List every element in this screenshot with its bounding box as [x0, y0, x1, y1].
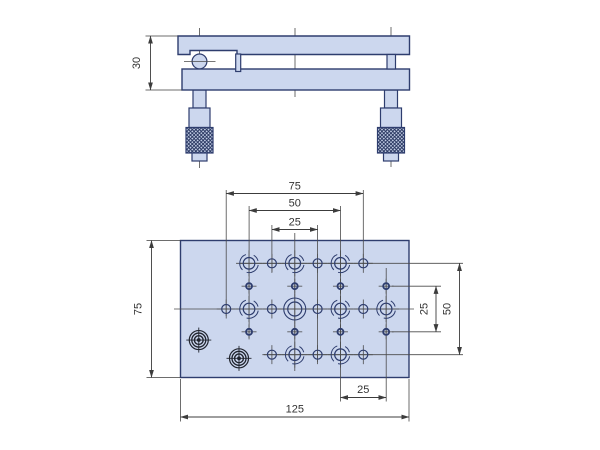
plan-view: 75 50 25 75 125 25 50 — [133, 181, 463, 422]
dim-label-top-inner: 25 — [289, 217, 301, 229]
plan-left-dimension: 75 — [133, 240, 181, 378]
dim-label-right-outer: 50 — [442, 303, 454, 315]
dim-label-bottom-right: 25 — [357, 384, 369, 396]
side-elevation-view: 30 — [131, 27, 411, 168]
plan-bottom-dimension: 125 — [180, 379, 410, 422]
lower-plate — [181, 68, 411, 91]
plan-right-dimensions: 25 50 — [419, 262, 462, 356]
dim-label-bottom: 125 — [286, 404, 304, 416]
micrometer-right — [376, 89, 406, 162]
plan-bottom-right-dimension: 25 — [340, 384, 387, 400]
dim-label-height: 30 — [131, 57, 143, 69]
dim-label-top-outer: 75 — [289, 181, 301, 193]
right-spindle — [386, 53, 397, 70]
stop-pin — [235, 53, 242, 73]
upper-plate — [177, 35, 411, 56]
dim-label-right-inner: 25 — [419, 303, 431, 315]
dim-label-left: 75 — [133, 303, 145, 315]
hole-pattern — [186, 250, 400, 371]
plan-top-dimensions: 75 50 25 — [225, 181, 364, 232]
micrometer-left — [185, 89, 214, 162]
dim-label-top-middle: 50 — [289, 198, 301, 210]
